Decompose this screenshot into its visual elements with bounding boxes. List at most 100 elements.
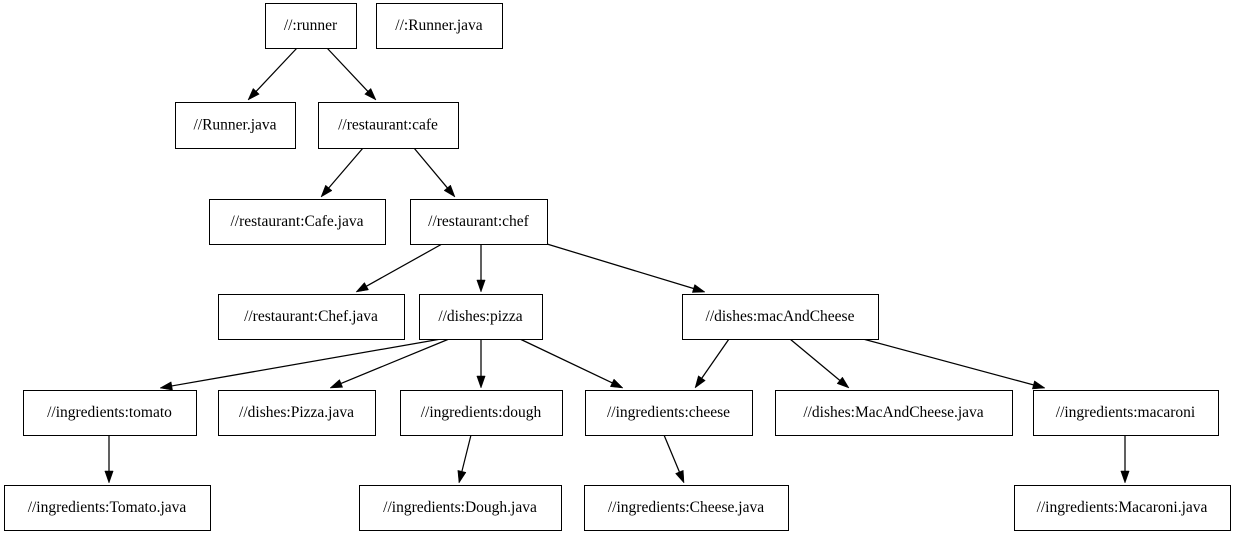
edge-line — [340, 338, 450, 385]
edge-line — [171, 338, 442, 387]
arrowhead-icon — [675, 469, 685, 484]
node-box[interactable] — [264, 2, 358, 50]
graph-edge — [663, 434, 685, 484]
node-label: //restaurant:Chef.java — [244, 308, 378, 325]
node-box[interactable] — [1032, 389, 1220, 437]
node-label: //ingredients:macaroni — [1056, 404, 1196, 421]
node-label: //restaurant:cafe — [338, 117, 438, 134]
arrowhead-icon — [1031, 380, 1046, 390]
arrowhead-icon — [476, 279, 486, 293]
arrowhead-icon — [443, 184, 456, 198]
graph-edge — [247, 47, 298, 101]
graph-edge — [476, 244, 486, 293]
graph-edge — [519, 338, 624, 389]
edge-line — [546, 243, 694, 290]
edge-line — [789, 338, 841, 381]
graph-edge — [329, 338, 450, 389]
graph-node-ing_macaroni_java[interactable]: //ingredients:Macaroni.java — [1013, 484, 1232, 532]
graph-node-restaurant_chef[interactable]: //restaurant:chef — [409, 198, 549, 246]
graph-node-runner[interactable]: //:runner — [264, 2, 358, 50]
arrowhead-icon — [1120, 470, 1130, 484]
graph-node-ing_dough_java[interactable]: //ingredients:Dough.java — [358, 484, 563, 532]
node-box[interactable] — [409, 198, 549, 246]
arrowhead-icon — [476, 375, 486, 389]
graph-node-dishes_pizza_java[interactable]: //dishes:Pizza.java — [217, 389, 377, 437]
edges-layer — [104, 47, 1130, 484]
node-box[interactable] — [174, 101, 297, 150]
graph-node-restaurant_cafe[interactable]: //restaurant:cafe — [317, 101, 460, 150]
node-box[interactable] — [317, 101, 460, 150]
node-box[interactable] — [418, 293, 544, 341]
graph-edge — [457, 434, 472, 484]
graph-edge — [1120, 435, 1130, 484]
node-label: //dishes:MacAndCheese.java — [803, 404, 983, 421]
graph-edge — [413, 147, 456, 198]
arrowhead-icon — [355, 282, 369, 293]
graph-edge — [789, 338, 850, 389]
graph-edge — [159, 338, 442, 391]
node-label: //Runner.java — [193, 117, 276, 134]
edge-line — [366, 243, 443, 287]
graph-node-ing_tomato[interactable]: //ingredients:tomato — [22, 389, 198, 437]
node-label: //ingredients:Cheese.java — [608, 499, 764, 516]
edge-line — [255, 47, 298, 92]
graph-node-dishes_mac[interactable]: //dishes:macAndCheese — [681, 293, 880, 341]
node-box[interactable] — [217, 389, 377, 437]
arrowhead-icon — [691, 284, 706, 293]
node-label: //restaurant:Cafe.java — [231, 213, 364, 230]
node-box[interactable] — [774, 389, 1014, 437]
graph-edge — [104, 435, 114, 484]
graph-edge — [355, 243, 443, 293]
arrowhead-icon — [104, 470, 114, 484]
node-box[interactable] — [584, 389, 754, 437]
node-label: //dishes:pizza — [438, 308, 522, 325]
graph-edge — [694, 338, 730, 389]
arrowhead-icon — [320, 184, 333, 198]
node-label: //:runner — [284, 17, 338, 34]
node-label: //:Runner.java — [395, 17, 483, 34]
node-box[interactable] — [681, 293, 880, 341]
node-box[interactable] — [358, 484, 563, 532]
node-box[interactable] — [217, 293, 406, 341]
edge-line — [519, 338, 613, 384]
arrowhead-icon — [694, 375, 706, 389]
graph-edge — [546, 243, 706, 293]
graph-node-restaurant_cafe_java[interactable]: //restaurant:Cafe.java — [208, 198, 387, 246]
node-box[interactable] — [208, 198, 387, 246]
edge-line — [701, 338, 730, 379]
graph-node-ing_tomato_java[interactable]: //ingredients:Tomato.java — [3, 484, 212, 532]
node-box[interactable] — [583, 484, 790, 532]
node-label: //ingredients:tomato — [47, 404, 172, 421]
graph-node-ing_macaroni[interactable]: //ingredients:macaroni — [1032, 389, 1220, 437]
arrowhead-icon — [247, 87, 260, 101]
edge-line — [326, 47, 369, 92]
arrowhead-icon — [329, 379, 344, 389]
graph-node-restaurant_chef_java[interactable]: //restaurant:Chef.java — [217, 293, 406, 341]
node-label: //ingredients:dough — [421, 404, 542, 421]
edge-line — [663, 434, 680, 473]
node-label: //restaurant:chef — [428, 213, 530, 230]
arrowhead-icon — [364, 87, 377, 101]
graph-edge — [320, 147, 364, 198]
graph-node-root_runner_java[interactable]: //:Runner.java — [375, 2, 504, 50]
node-label: //dishes:Pizza.java — [239, 404, 354, 421]
graph-node-ing_cheese[interactable]: //ingredients:cheese — [584, 389, 754, 437]
node-box[interactable] — [1013, 484, 1232, 532]
edge-line — [862, 338, 1034, 386]
graph-node-dishes_mac_java[interactable]: //dishes:MacAndCheese.java — [774, 389, 1014, 437]
node-box[interactable] — [399, 389, 564, 437]
nodes-layer: //:runner //:Runner.java //Runner.java //re… — [3, 2, 1232, 532]
node-label: //ingredients:Macaroni.java — [1037, 499, 1208, 516]
node-box[interactable] — [3, 484, 212, 532]
graph-node-ing_dough[interactable]: //ingredients:dough — [399, 389, 564, 437]
node-label: //ingredients:Tomato.java — [28, 499, 187, 516]
graph-node-runner_java[interactable]: //Runner.java — [174, 101, 297, 150]
graph-node-ing_cheese_java[interactable]: //ingredients:Cheese.java — [583, 484, 790, 532]
graph-node-dishes_pizza[interactable]: //dishes:pizza — [418, 293, 544, 341]
graph-edge — [476, 339, 486, 389]
node-box[interactable] — [375, 2, 504, 50]
arrowhead-icon — [836, 376, 850, 389]
node-box[interactable] — [22, 389, 198, 437]
